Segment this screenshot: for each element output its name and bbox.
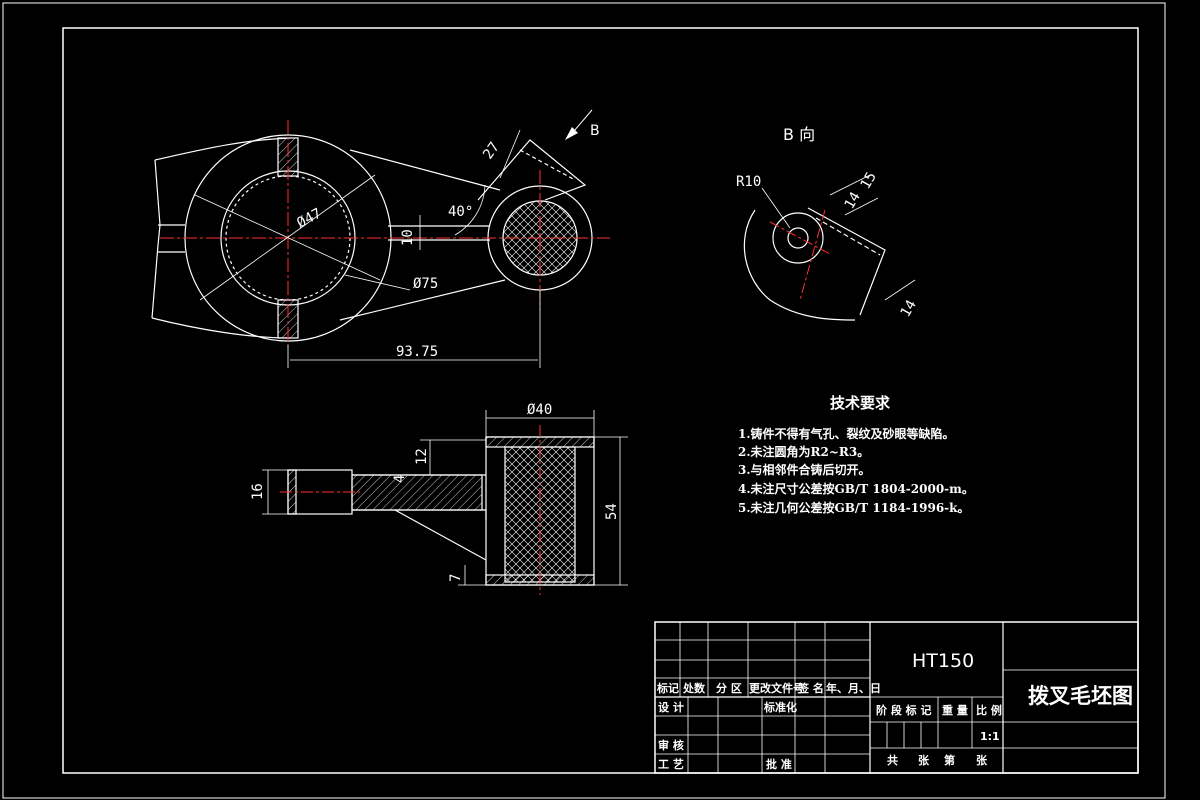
tb-stage-label: 阶 段 标 记 bbox=[876, 703, 932, 717]
dim-14-upper: 14 bbox=[842, 189, 864, 212]
material-label: HT150 bbox=[912, 650, 974, 672]
tb-review: 审 核 bbox=[658, 738, 684, 752]
requirement-5: 5.未注几何公差按GB/T 1184-1996-k。 bbox=[738, 500, 969, 515]
b-view-title: B 向 bbox=[783, 125, 815, 144]
outer-sheet-border bbox=[2, 2, 1166, 799]
tb-col-signature: 签 名 bbox=[797, 681, 824, 695]
arrow-label-b: B bbox=[590, 123, 600, 139]
tb-weight-label: 重 量 bbox=[942, 703, 968, 717]
tb-sheets-unit1: 张 bbox=[918, 753, 930, 767]
dim-r10: R10 bbox=[736, 174, 761, 190]
dim-section-4: 4 bbox=[392, 475, 408, 483]
dim-arm-width: 10 bbox=[400, 229, 416, 246]
b-view-centerlines bbox=[769, 209, 831, 301]
tb-standardize: 标准化 bbox=[763, 700, 797, 714]
tb-sheets-total: 共 bbox=[887, 753, 898, 767]
dim-lug-length: 27 bbox=[480, 139, 503, 162]
tb-design: 设 计 bbox=[658, 700, 684, 714]
b-view-dimensions bbox=[761, 174, 916, 301]
requirement-1: 1.铸件不得有气孔、裂纹及砂眼等缺陷。 bbox=[738, 426, 955, 441]
tb-process: 工 艺 bbox=[658, 757, 684, 771]
b-view bbox=[743, 207, 886, 321]
requirement-3: 3.与相邻件合铸后切开。 bbox=[738, 462, 871, 477]
dim-section-12: 12 bbox=[414, 448, 430, 465]
section-dimensions bbox=[262, 410, 628, 586]
tb-col-change-doc: 更改文件号 bbox=[749, 681, 804, 695]
dim-14-lower: 14 bbox=[898, 297, 920, 320]
tb-col-count: 处数 bbox=[682, 681, 706, 695]
dim-section-diameter: Ø40 bbox=[527, 402, 552, 418]
tb-sheets-current: 第 bbox=[944, 753, 955, 767]
tb-col-zone: 分 区 bbox=[716, 681, 742, 695]
dim-15: 15 bbox=[858, 169, 880, 192]
dim-section-54: 54 bbox=[604, 503, 620, 520]
top-view-centerlines bbox=[160, 120, 610, 350]
drawing-name: 拨叉毛坯图 bbox=[1028, 684, 1133, 708]
requirements-title: 技术要求 bbox=[830, 394, 891, 412]
tb-sheets-unit2: 张 bbox=[976, 753, 988, 767]
requirement-2: 2.未注圆角为R2~R3。 bbox=[738, 444, 869, 459]
tb-col-date: 年、月、日 bbox=[826, 681, 881, 695]
view-b-arrow bbox=[565, 109, 593, 140]
tb-col-mark: 标记 bbox=[656, 681, 679, 695]
tb-scale-label: 比 例 bbox=[976, 703, 1002, 717]
section-view bbox=[287, 436, 595, 586]
dim-bore-diameter: Ø47 bbox=[294, 206, 324, 232]
dim-section-16: 16 bbox=[250, 483, 266, 500]
section-centerlines bbox=[280, 425, 541, 595]
top-view-dimensions bbox=[194, 129, 541, 368]
requirement-4: 4.未注尺寸公差按GB/T 1804-2000-m。 bbox=[738, 481, 974, 496]
dim-center-distance: 93.75 bbox=[396, 344, 438, 360]
tb-approve: 批 准 bbox=[766, 757, 792, 771]
b-view-hole bbox=[787, 227, 809, 249]
dim-angle: 40° bbox=[448, 204, 473, 220]
title-block-grid bbox=[654, 621, 1139, 774]
tb-scale-value: 1:1 bbox=[980, 730, 1000, 743]
dim-boss-diameter: Ø75 bbox=[413, 276, 438, 292]
inner-drawing-frame bbox=[62, 27, 1139, 774]
dim-section-7: 7 bbox=[448, 574, 464, 582]
